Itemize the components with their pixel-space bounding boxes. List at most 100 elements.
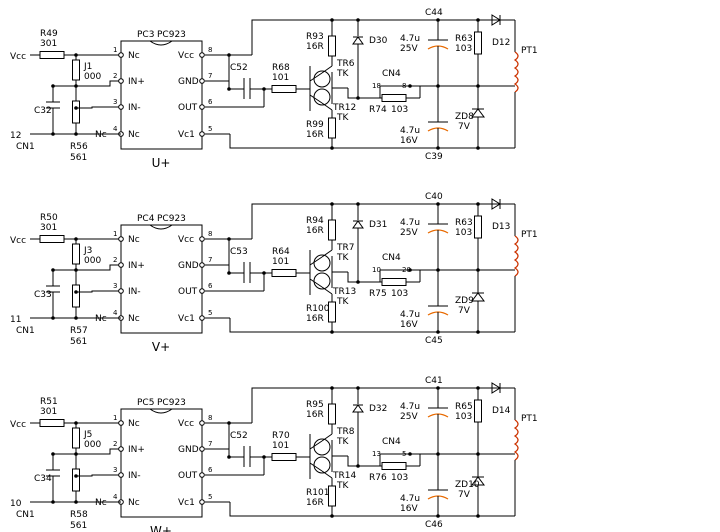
gnd-resistor-label: R56 (70, 142, 88, 152)
input-capacitor-label: C32 (34, 106, 52, 116)
pin-number-right: 7 (208, 440, 212, 448)
top-capacitor-label: C40 (425, 192, 443, 202)
pin-number-right: 7 (208, 72, 212, 80)
nc-label-outside: Nc (95, 314, 107, 324)
bottom-capacitor-voltage: 16V (400, 136, 418, 146)
transistor-bottom-label: TR13 (332, 287, 356, 297)
base-resistor (271, 453, 297, 461)
base-resistor (271, 269, 297, 277)
input-capacitor-label: C33 (34, 290, 52, 300)
transistor-bottom (313, 456, 331, 474)
cn1-pin-number: 11 (10, 315, 21, 325)
mid-resistor-value: 103 (391, 289, 408, 299)
jumper-label: J5 (83, 430, 92, 440)
pin-number-left: 3 (113, 466, 117, 474)
input-resistor-value: 301 (40, 223, 57, 233)
pin-label-right: OUT (178, 287, 198, 297)
cn4-pin-right: 20 (402, 266, 411, 274)
top-capacitor-voltage: 25V (400, 412, 418, 422)
transistor-bottom-type: TK (336, 113, 349, 123)
right-resistor-value: 103 (455, 44, 472, 54)
pin-number-right: 5 (208, 493, 212, 501)
diode-top-symbol (352, 220, 364, 229)
pin-label-right: Vcc (178, 51, 194, 61)
jumper-value: 000 (84, 256, 101, 266)
diode-top-label: D30 (369, 36, 388, 46)
pin-number-right: 8 (208, 46, 212, 54)
pin-label-right: Vc1 (178, 498, 195, 508)
pin-label-left: IN- (128, 287, 141, 297)
jumper-label: J3 (83, 246, 92, 256)
gnd-resistor (72, 100, 80, 124)
bottom-resistor-label: R101 (306, 488, 329, 498)
zener-label: ZD9 (455, 296, 474, 306)
diode-right-symbol (491, 198, 501, 210)
top-capacitor-value: 4.7u (400, 218, 420, 228)
pin-label-right: OUT (178, 471, 198, 481)
pin-number-left: 3 (113, 282, 117, 290)
diode-top-label: D32 (369, 404, 387, 414)
diode-top-symbol (352, 36, 364, 45)
zener-label: ZD8 (455, 112, 474, 122)
transistor-top (313, 438, 331, 456)
zener-voltage: 7V (458, 490, 471, 500)
transformer-label: PT1 (521, 414, 538, 424)
bottom-capacitor-value: 4.7u (400, 310, 420, 320)
pin-number-right: 6 (208, 98, 213, 106)
jumper (72, 427, 80, 449)
right-resistor (474, 399, 482, 423)
transistor-bottom-label: TR14 (332, 471, 356, 481)
bottom-resistor-value: 16R (306, 130, 324, 140)
gnd-resistor-value: 561 (70, 337, 87, 347)
pin-number-right: 8 (208, 414, 212, 422)
jumper-value: 000 (84, 440, 101, 450)
pin-number-right: 5 (208, 125, 212, 133)
right-resistor-label: R63 (455, 218, 473, 228)
bottom-capacitor-voltage: 16V (400, 504, 418, 514)
pin-number-right: 6 (208, 282, 213, 290)
top-capacitor-label: C44 (425, 8, 443, 18)
bottom-capacitor-value: 4.7u (400, 126, 420, 136)
pin-number-right: 8 (208, 230, 212, 238)
optocoupler-body (120, 408, 203, 518)
transistor-top-label: TR8 (336, 427, 355, 437)
diode-right-label: D14 (492, 406, 511, 416)
base-resistor (271, 85, 297, 93)
top-capacitor-voltage: 25V (400, 228, 418, 238)
cn4-label: CN4 (382, 437, 401, 447)
jumper-label: J1 (83, 62, 92, 72)
right-resistor-value: 103 (455, 228, 472, 238)
top-resistor (328, 403, 336, 425)
transistor-top-type: TK (336, 253, 349, 263)
transistor-top-type: TK (336, 69, 349, 79)
pin-number-left: 3 (113, 98, 117, 106)
cn1-label: CN1 (16, 142, 35, 152)
pin-label-right: GND (178, 261, 199, 271)
pin-label-left: Nc (128, 498, 140, 508)
vcc-label: Vcc (10, 420, 26, 430)
bottom-resistor (328, 117, 336, 139)
input-resistor-value: 301 (40, 407, 57, 417)
mid-resistor-label: R74 (369, 105, 387, 115)
phase-label: W+ (150, 524, 172, 532)
transistor-bottom (313, 88, 331, 106)
pin-number-left: 4 (113, 309, 118, 317)
right-resistor (474, 31, 482, 55)
bottom-capacitor-label: C45 (425, 336, 443, 346)
pin-label-left: IN+ (128, 77, 145, 87)
cn1-label: CN1 (16, 326, 35, 336)
cn1-label: CN1 (16, 510, 35, 520)
input-resistor-label: R51 (40, 397, 58, 407)
pin-number-right: 5 (208, 309, 212, 317)
top-capacitor-value: 4.7u (400, 34, 420, 44)
mid-resistor (381, 278, 407, 286)
transformer-label: PT1 (521, 230, 538, 240)
pin-number-right: 7 (208, 256, 212, 264)
cn4-pin-left: 18 (372, 82, 381, 90)
optocoupler-ref: PC3 (137, 30, 154, 40)
pin-number-left: 2 (113, 256, 117, 264)
bottom-resistor-value: 16R (306, 498, 324, 508)
bottom-resistor-label: R100 (306, 304, 330, 314)
